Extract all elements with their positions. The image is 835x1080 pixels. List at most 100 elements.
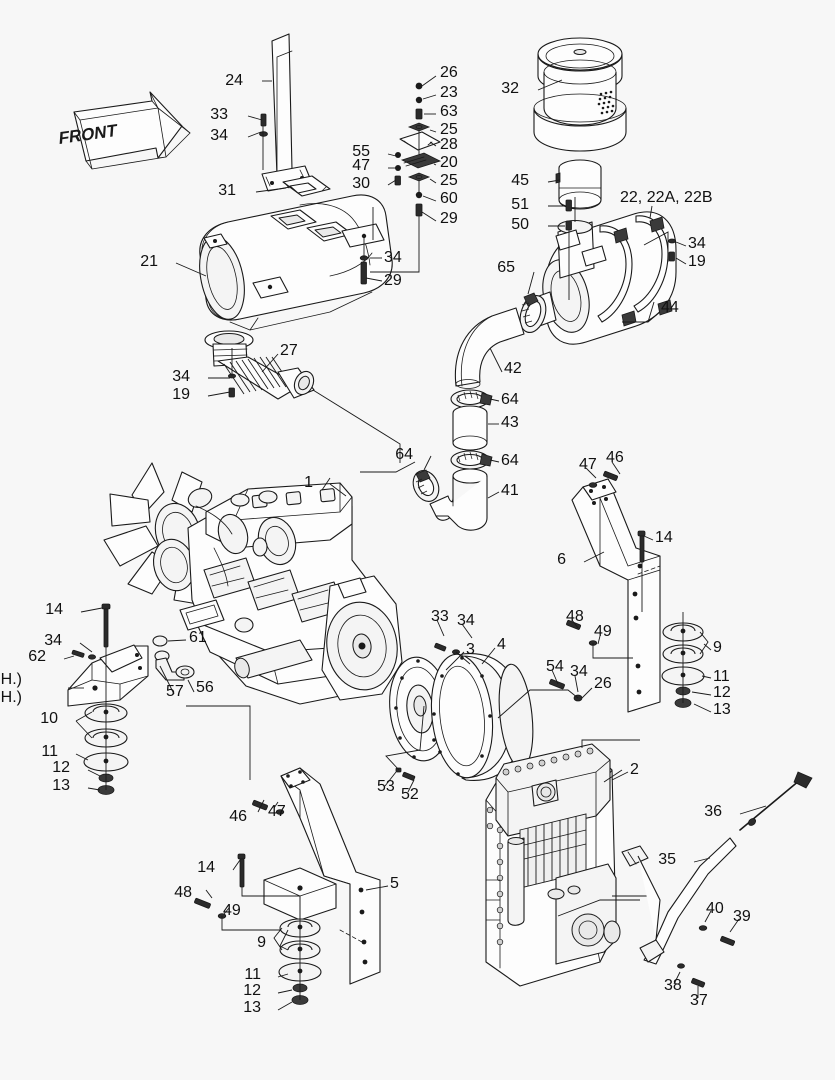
callout-washer: 34 [570,663,588,680]
callout-rubber-isolator: 9 [713,639,722,656]
dipstick-36 [739,771,813,831]
callout-fitting: 56 [196,679,214,696]
torque-converter-4 [430,653,534,781]
callout-bolt: 19 [172,386,190,403]
callout-bolt: 14 [655,529,673,546]
callout-bolt: 29 [440,210,458,227]
callout-washer: 11 [244,966,261,983]
exhaust-gasket-31 [282,175,331,197]
callout-hose-clamp: 64 [395,446,413,463]
callout-washer: 47 [352,157,370,174]
callout-grommet: 61 [189,629,207,646]
callout-intake-cap: 45 [511,172,529,189]
callout-washer: 47 [268,803,286,820]
callout-clamp-band: 44 [661,299,679,316]
callout-bolt: 39 [733,908,751,925]
converter-stud-hardware [549,678,583,702]
engine-assembly-1 [103,462,403,705]
callout-bolt: 46 [606,449,624,466]
callout-bolt: 33 [431,608,449,625]
callout-rubber-mount: 25 [440,172,458,189]
callout-washer: 49 [594,623,612,640]
callout-clip-bracket: 57 [166,683,184,700]
engine-fittings [152,635,195,681]
callout-bolt: 30 [352,175,370,192]
callout-muffler: 21 [140,253,158,270]
callout-bolt: 48 [174,884,192,901]
callout-stud: 50 [511,216,529,233]
callout-intake-elbow-pipe: 41 [501,482,519,499]
callout-intake-tube: 43 [501,414,519,431]
callout-exhaust-stack-pipe: 24 [225,72,243,89]
callout-washer: 34 [688,235,706,252]
callout-rubber-mount: 25 [440,121,458,138]
callout-hose-clamp: 65 [497,259,515,276]
callout-washer: 40 [706,900,724,917]
callout-nut: 55 [352,143,370,160]
callout-bolt: 48 [566,608,584,625]
callout-lock-washer: 12 [52,759,70,776]
callout-bolt: 14 [197,859,215,876]
flex-exhaust-27 [204,330,315,400]
dipstick-hardware [677,925,736,988]
front-direction-arrow [73,91,191,170]
engine-support-bracket-5 [263,767,381,985]
callout-washer: 34 [44,632,62,649]
callout-exhaust-gasket: 31 [218,182,236,199]
hose-clamp-64-left [412,469,440,502]
hose-clamp-64-lower [450,450,493,470]
callout-washer: 34 [384,249,402,266]
flex-exhaust-hardware [227,348,236,398]
lower-bracket-hardware [194,799,322,1005]
callout-dipstick: 36 [704,803,722,820]
muffler-21 [199,194,393,331]
callout-hose-clamp: 64 [501,391,519,408]
callout-lock-washer: 12 [243,982,261,999]
aircleaner-stud-hardware [565,199,572,300]
callout-stud: 54 [546,658,564,675]
callout-washer: 11 [41,743,58,760]
muffler-bolt-hardware [359,236,369,285]
callout-hose-clamp: 64 [501,452,519,469]
callout-intake-hose-elbow: 42 [504,360,522,377]
callout-bolt: 29 [384,272,402,289]
aircleaner-bolt-hardware [668,238,677,262]
callout-leaders [63,75,767,1011]
callout-nut: 13 [52,777,70,794]
callout-transmission-support-bracket: 6 [557,551,566,568]
stack-bolt-hardware [259,113,268,170]
callout-rubber-isolator: 9 [257,934,266,951]
engine-mount-bracket-78 [67,644,149,707]
callout-engine-mount-bracket-lh: 8(L.H.) [0,689,22,706]
callout-drive-plate: 3 [466,641,475,658]
callout-flexible-exhaust-bellows: 27 [280,342,298,359]
callout-washer: 47 [579,456,597,473]
callout-bolt: 14 [45,601,63,618]
intake-elbow-41 [429,468,488,531]
callout-washer: 49 [223,902,241,919]
callout-washer: 60 [440,190,458,207]
callout-bolt: 33 [210,106,228,123]
callout-bolt: 62 [28,648,46,665]
air-cleaner-22 [522,211,677,345]
transmission-assembly-2 [485,743,621,987]
callout-dipstick-tube: 35 [658,851,676,868]
intake-cap-45 [555,159,602,210]
callout-washer: 34 [172,368,190,385]
callout-bolt: 37 [690,992,708,1009]
callout-air-cleaner-assembly: 22, 22A, 22B [620,189,713,206]
callout-rubber-isolator: 10 [40,710,58,727]
callout-washer: 34 [457,612,475,629]
right-bracket-hardware [566,470,709,708]
callout-lock-washer: 12 [713,684,731,701]
callout-nut: 51 [511,196,529,213]
callout-pre-cleaner: 32 [501,80,519,97]
hose-clamp-65 [519,292,547,333]
callout-nut: 26 [440,64,458,81]
callout-bolt: 46 [229,808,247,825]
intake-tube-43 [452,405,488,451]
callout-washer: 53 [377,778,395,795]
callout-washer: 11 [713,668,730,685]
muffler-mount-hardware-stack [394,82,442,217]
